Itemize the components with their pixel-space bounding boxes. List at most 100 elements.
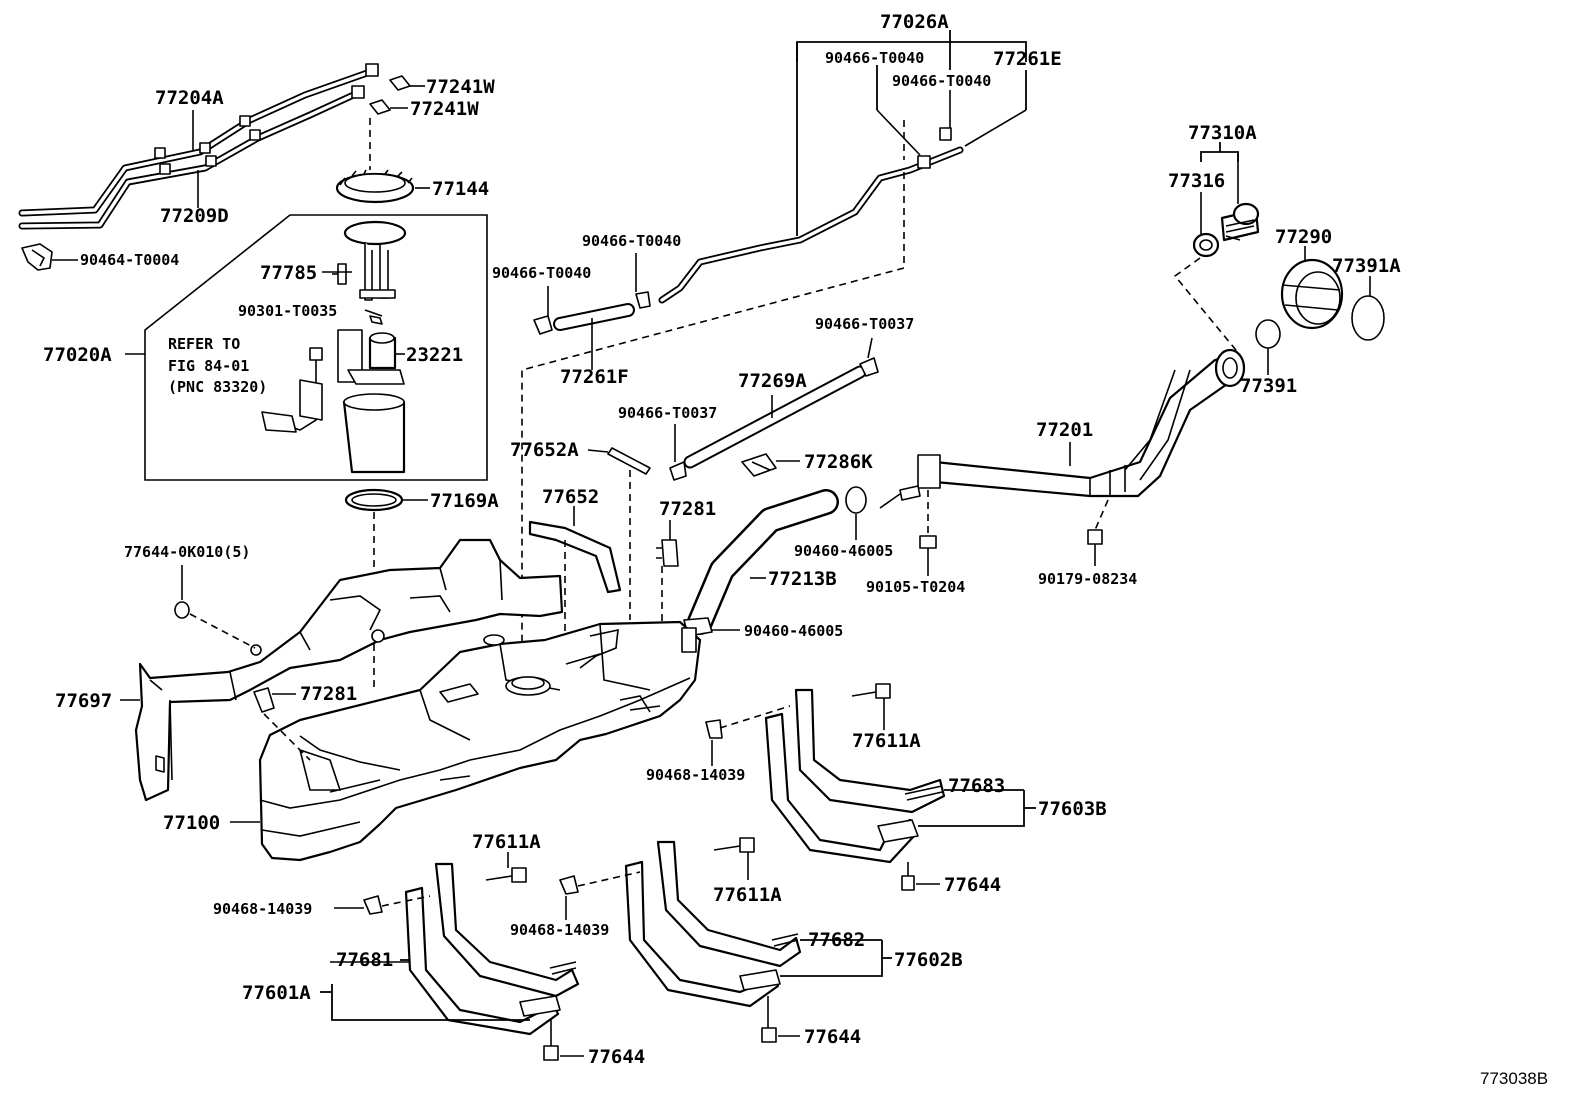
strap-77601A (404, 886, 561, 1036)
fuel-tube-77026A (658, 127, 964, 304)
label-77026A: 77026A (880, 11, 949, 33)
label-77286K: 77286K (804, 451, 873, 473)
label-77391: 77391 (1240, 375, 1297, 397)
label-77697: 77697 (55, 690, 112, 712)
gasket-77391 (1255, 319, 1281, 349)
fuel-cap-77316 (1192, 232, 1220, 258)
bolt-77611A-middle (713, 837, 755, 853)
retainer-ring-77144 (335, 169, 415, 204)
label-77290: 77290 (1275, 226, 1332, 248)
label-90466-T0040-b: 90466-T0040 (892, 72, 991, 90)
label-90468-14039-a: 90468-14039 (646, 766, 745, 784)
label-77209D: 77209D (160, 205, 229, 227)
label-77644-b: 77644 (804, 1026, 861, 1048)
label-77310A: 77310A (1188, 122, 1257, 144)
clip-90468-14039-right (705, 719, 723, 739)
clip-90468-14039-left (363, 895, 383, 915)
fuel-pump-module (261, 220, 407, 474)
diagram-id: 773038B (1480, 1069, 1548, 1088)
label-77391A: 77391A (1332, 255, 1401, 277)
label-77241W-b: 77241W (410, 98, 479, 120)
label-90460-46005-a: 90460-46005 (794, 542, 893, 560)
label-77602B: 77602B (894, 949, 963, 971)
label-77652: 77652 (542, 486, 599, 508)
label-77201: 77201 (1036, 419, 1093, 441)
label-90464-T0004: 90464-T0004 (80, 251, 179, 269)
label-77204A: 77204A (155, 87, 224, 109)
tank-protector-77697 (134, 538, 564, 802)
label-77681: 77681 (336, 949, 393, 971)
label-77269A: 77269A (738, 370, 807, 392)
breather-hose-77269A (669, 357, 879, 481)
label-77169A: 77169A (430, 490, 499, 512)
label-90466-T0040-d: 90466-T0040 (492, 264, 591, 282)
label-77213B: 77213B (768, 568, 837, 590)
refer-note-line2: FIG 84-01 (168, 357, 249, 375)
gasket-77391A (1351, 295, 1385, 341)
fuel-pump-assembly-box (125, 214, 488, 481)
label-90466-T0040-c: 90466-T0040 (582, 232, 681, 250)
bolt-90105-T0204 (919, 535, 937, 576)
label-77316: 77316 (1168, 170, 1225, 192)
filler-housing-77290 (1280, 258, 1344, 330)
fuel-line-77204A (18, 63, 379, 230)
label-90466-T0037-a: 90466-T0037 (815, 315, 914, 333)
label-77785: 77785 (260, 262, 317, 284)
label-77601A: 77601A (242, 982, 311, 1004)
label-90466-T0040-a: 90466-T0040 (825, 49, 924, 67)
label-77644-a: 77644 (944, 874, 1001, 896)
bolt-77644-left (543, 1020, 559, 1061)
label-90105-T0204: 90105-T0204 (866, 578, 965, 596)
label-23221: 23221 (406, 344, 463, 366)
label-77682: 77682 (808, 929, 865, 951)
bolt-77611A-left (485, 867, 527, 883)
clip-77281-lower (253, 687, 275, 713)
label-90468-14039-c: 90468-14039 (510, 921, 609, 939)
clip-77281-upper (656, 539, 679, 567)
refer-note-line3: (PNC 83320) (168, 378, 267, 396)
label-77100: 77100 (163, 812, 220, 834)
label-77611A-b: 77611A (472, 831, 541, 853)
label-77611A-c: 77611A (713, 884, 782, 906)
label-90460-46005-b: 90460-46005 (744, 622, 843, 640)
strap-77681 (434, 862, 580, 998)
clamp-77286K (741, 453, 777, 477)
bolt-77644-middle (761, 996, 777, 1043)
strap-77602B (624, 860, 781, 1008)
strap-77682 (656, 840, 802, 968)
label-77683: 77683 (948, 775, 1005, 797)
nut-90179-08234 (1087, 529, 1103, 566)
nut-77644-0K010 (174, 601, 190, 619)
refer-note-line1: REFER TO (168, 335, 240, 353)
bolt-77644-right (901, 862, 915, 891)
fuel-tank-77100 (258, 620, 702, 862)
label-90466-T0037-b: 90466-T0037 (618, 404, 717, 422)
strap-77683 (794, 688, 946, 814)
hose-77261F (533, 291, 651, 335)
label-77020A: 77020A (43, 344, 112, 366)
label-77261F: 77261F (560, 366, 629, 388)
clip-90468-14039-middle (559, 875, 579, 895)
protector-77652 (528, 520, 622, 594)
strap-77603B (764, 712, 919, 864)
hose-77213B (683, 486, 867, 637)
clip-90464-T0004 (21, 243, 53, 271)
label-77281-a: 77281 (659, 498, 716, 520)
label-77603B: 77603B (1038, 798, 1107, 820)
label-77144: 77144 (432, 178, 489, 200)
gasket-77169A (344, 488, 404, 512)
filler-pipe-77201 (879, 348, 1246, 509)
label-90301-T0035: 90301-T0035 (238, 302, 337, 320)
label-77644-0K010: 77644-0K010(5) (124, 543, 250, 561)
label-90468-14039-b: 90468-14039 (213, 900, 312, 918)
pad-77652A (607, 447, 651, 475)
label-90179-08234: 90179-08234 (1038, 570, 1137, 588)
label-77652A: 77652A (510, 439, 579, 461)
bolt-77611A-right (851, 683, 891, 699)
label-77241W-a: 77241W (426, 76, 495, 98)
label-77261E: 77261E (993, 48, 1062, 70)
label-77281-b: 77281 (300, 683, 357, 705)
label-77611A-a: 77611A (852, 730, 921, 752)
label-77644-c: 77644 (588, 1046, 645, 1068)
